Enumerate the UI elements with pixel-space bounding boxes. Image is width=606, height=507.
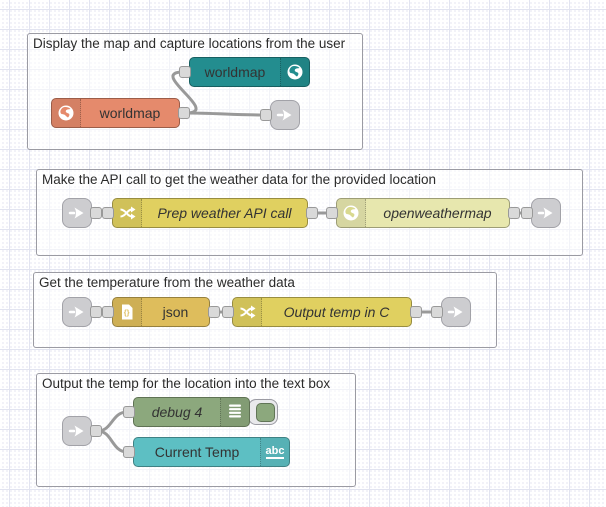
debug-toggle-indicator [256, 403, 275, 422]
node-label: worldmap [99, 105, 161, 121]
output-port[interactable] [508, 207, 520, 219]
node-worldmap[interactable]: worldmap [51, 98, 190, 128]
group-label: Make the API call to get the weather dat… [42, 172, 436, 187]
node-label: debug 4 [151, 404, 203, 420]
node-openweathermap[interactable]: openweathermap [326, 198, 520, 228]
globe-icon [52, 99, 81, 127]
node-ui-text-current-temp[interactable]: Current Temp abc [123, 437, 290, 467]
input-port[interactable] [222, 306, 234, 318]
wire[interactable] [184, 111, 266, 117]
abc-text-icon: abc [260, 438, 289, 466]
node-label: json [162, 304, 189, 320]
output-port[interactable] [410, 306, 422, 318]
node-link-out[interactable] [260, 100, 300, 130]
node-function-output-temp[interactable]: Output temp in C [222, 297, 422, 327]
output-port[interactable] [90, 207, 102, 219]
node-link-out[interactable] [431, 297, 471, 327]
link-in-icon [68, 303, 86, 321]
output-port[interactable] [208, 306, 220, 318]
input-port[interactable] [123, 446, 135, 458]
globe-icon [337, 199, 366, 227]
group-output-temp[interactable]: Output the temp for the location into th… [36, 373, 356, 487]
input-port[interactable] [102, 306, 114, 318]
svg-text:{}: {} [124, 308, 130, 317]
node-link-in[interactable] [62, 297, 102, 327]
group-label: Output the temp for the location into th… [42, 376, 331, 391]
node-label: worldmap [204, 64, 266, 80]
input-port[interactable] [326, 207, 338, 219]
node-worldmap-in[interactable]: worldmap [179, 57, 310, 87]
globe-icon [280, 58, 309, 86]
output-port[interactable] [178, 107, 190, 119]
link-out-icon [447, 303, 465, 321]
link-out-icon [276, 106, 294, 124]
link-out-icon [537, 204, 555, 222]
node-label: openweathermap [383, 205, 492, 221]
input-port[interactable] [521, 207, 533, 219]
function-shuffle-icon [113, 199, 142, 227]
output-port[interactable] [90, 425, 102, 437]
node-function-prep-weather[interactable]: Prep weather API call [102, 198, 318, 228]
link-in-icon [68, 422, 86, 440]
node-link-out[interactable] [521, 198, 561, 228]
node-json[interactable]: {} json [102, 297, 220, 327]
function-shuffle-icon [233, 298, 262, 326]
output-port[interactable] [90, 306, 102, 318]
input-port[interactable] [179, 66, 191, 78]
group-label: Display the map and capture locations fr… [33, 36, 346, 51]
debug-lines-icon [220, 398, 249, 426]
node-label: Output temp in C [283, 304, 390, 320]
group-label: Get the temperature from the weather dat… [39, 275, 295, 290]
input-port[interactable] [431, 306, 443, 318]
node-label: Prep weather API call [157, 205, 292, 221]
node-debug[interactable]: debug 4 [123, 397, 250, 427]
node-label: Current Temp [154, 444, 240, 460]
node-link-in[interactable] [62, 198, 102, 228]
input-port[interactable] [260, 109, 272, 121]
node-link-in[interactable] [62, 416, 102, 446]
wire[interactable] [171, 70, 198, 115]
link-in-icon [68, 204, 86, 222]
json-file-icon: {} [113, 298, 142, 326]
input-port[interactable] [102, 207, 114, 219]
output-port[interactable] [306, 207, 318, 219]
debug-toggle-button[interactable] [248, 399, 278, 425]
group-display-map[interactable]: Display the map and capture locations fr… [27, 33, 363, 150]
input-port[interactable] [123, 406, 135, 418]
